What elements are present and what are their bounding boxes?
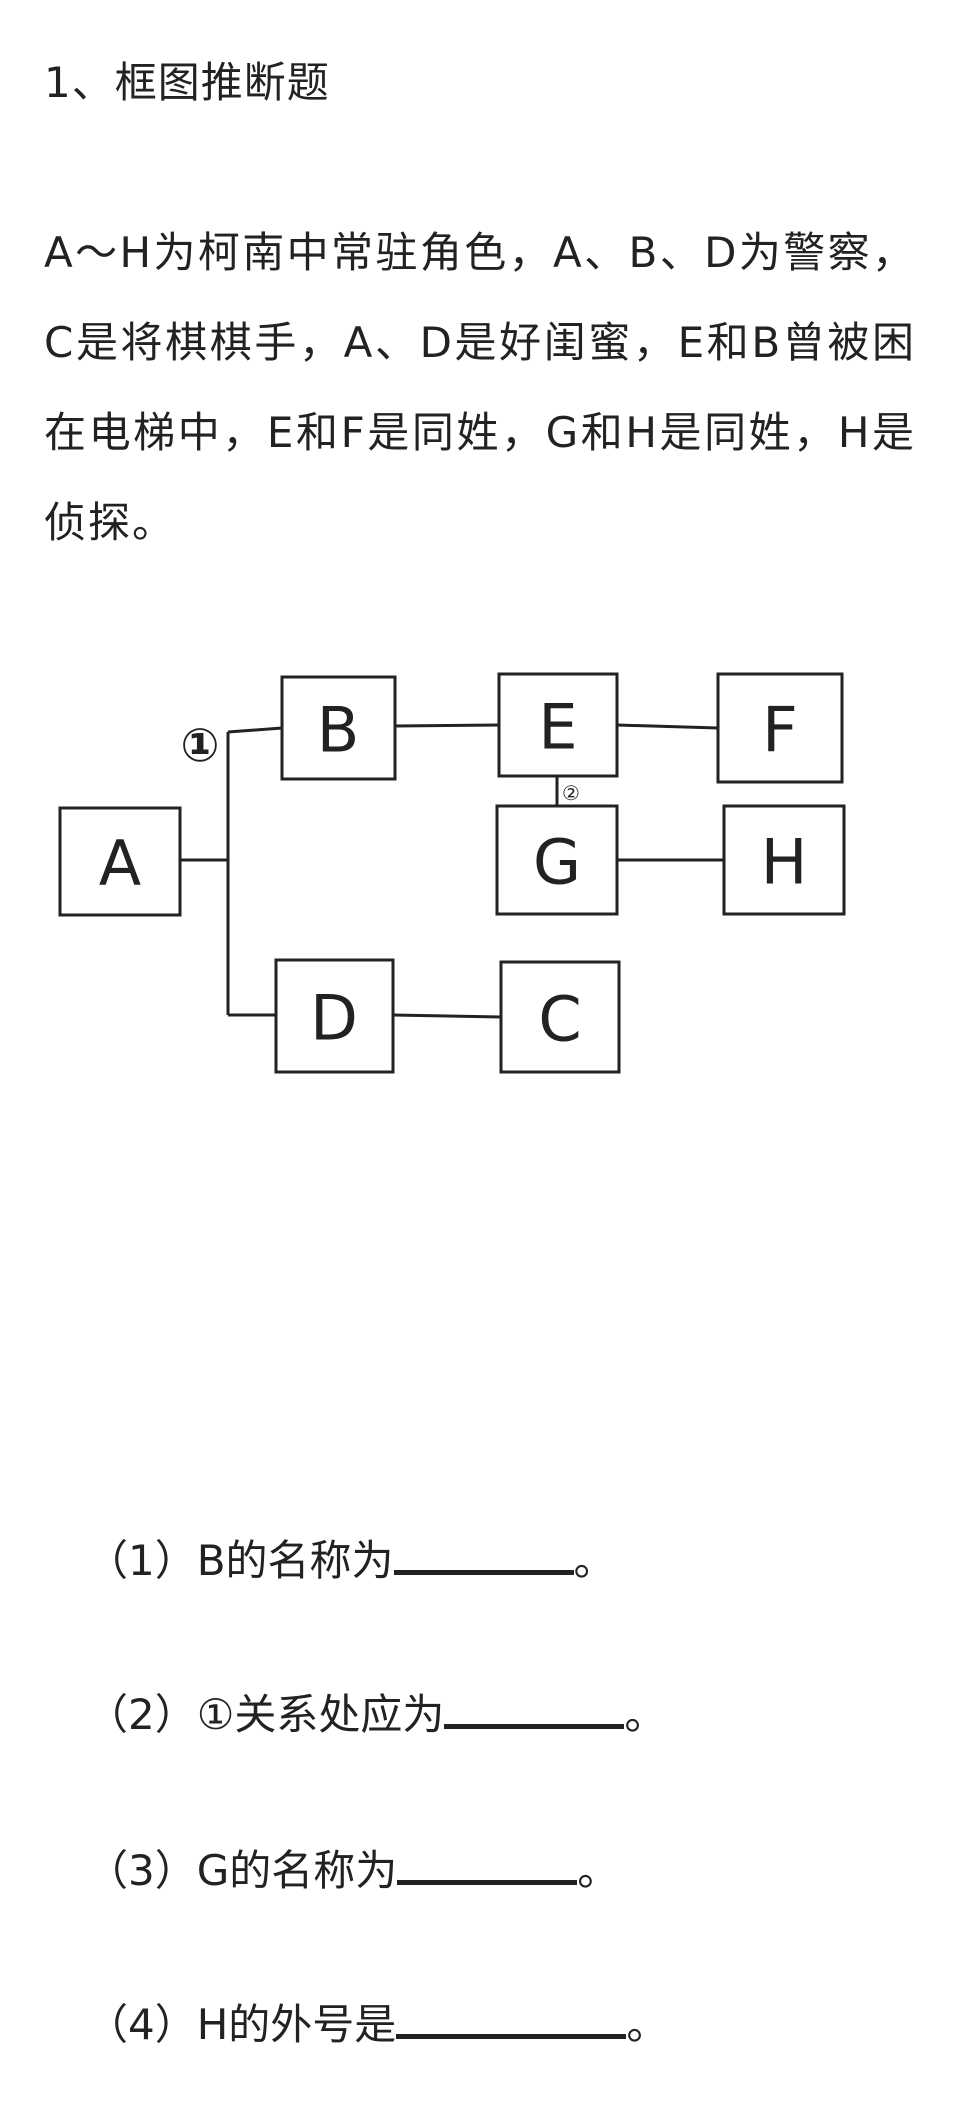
question-3-end: 。 bbox=[577, 1846, 620, 1895]
connector-trunk-b bbox=[227, 726, 283, 734]
question-3-label: （3）G的名称为 bbox=[86, 1846, 398, 1895]
node-h-label: H bbox=[761, 826, 808, 899]
question-1-label: （1）B的名称为 bbox=[86, 1536, 394, 1585]
question-4-label: （4）H的外号是 bbox=[86, 2000, 397, 2049]
question-4-end: 。 bbox=[626, 2000, 669, 2049]
connector-b-e bbox=[394, 723, 500, 728]
answer-blank-1[interactable] bbox=[393, 1532, 574, 1575]
question-1: （1）B的名称为 。 bbox=[86, 1532, 616, 1586]
question-description: A～H为柯南中常驻角色，A、B、D为警察，C是将棋棋手，A、D是好闺蜜，E和B曾… bbox=[44, 228, 916, 547]
node-g-label: G bbox=[533, 826, 581, 899]
node-a-box bbox=[58, 806, 182, 917]
node-b-box bbox=[280, 675, 397, 781]
node-e-label: E bbox=[538, 691, 577, 764]
question-title: 1、框图推断题 bbox=[44, 58, 330, 107]
answer-blank-3[interactable] bbox=[397, 1842, 578, 1885]
node-g-box bbox=[495, 804, 619, 916]
relation-marker-2: ② bbox=[562, 781, 580, 805]
connector-d-c bbox=[392, 1013, 502, 1019]
node-d-box bbox=[274, 958, 395, 1074]
node-c-label: C bbox=[538, 983, 581, 1056]
node-b-label: B bbox=[317, 694, 360, 767]
node-c-box bbox=[499, 960, 621, 1074]
question-1-end: 。 bbox=[573, 1536, 616, 1585]
question-2: （2）①关系处应为 。 bbox=[86, 1686, 666, 1740]
connector-e-f bbox=[616, 723, 719, 730]
node-d-label: D bbox=[310, 982, 358, 1055]
node-f-label: F bbox=[762, 694, 798, 767]
relation-marker-1: ① bbox=[181, 718, 220, 772]
node-f-box bbox=[716, 672, 844, 784]
node-a-label: A bbox=[99, 827, 141, 900]
answer-blank-2[interactable] bbox=[444, 1686, 625, 1729]
node-h-box bbox=[722, 804, 846, 916]
question-2-end: 。 bbox=[624, 1690, 667, 1739]
answer-blank-4[interactable] bbox=[396, 1996, 627, 2039]
relationship-diagram: A B E F G H D C ① ② bbox=[58, 672, 846, 1074]
question-3: （3）G的名称为 。 bbox=[86, 1842, 619, 1896]
node-e-box bbox=[497, 672, 619, 778]
question-4: （4）H的外号是 。 bbox=[86, 1996, 668, 2050]
question-2-label: （2）①关系处应为 bbox=[86, 1690, 445, 1739]
